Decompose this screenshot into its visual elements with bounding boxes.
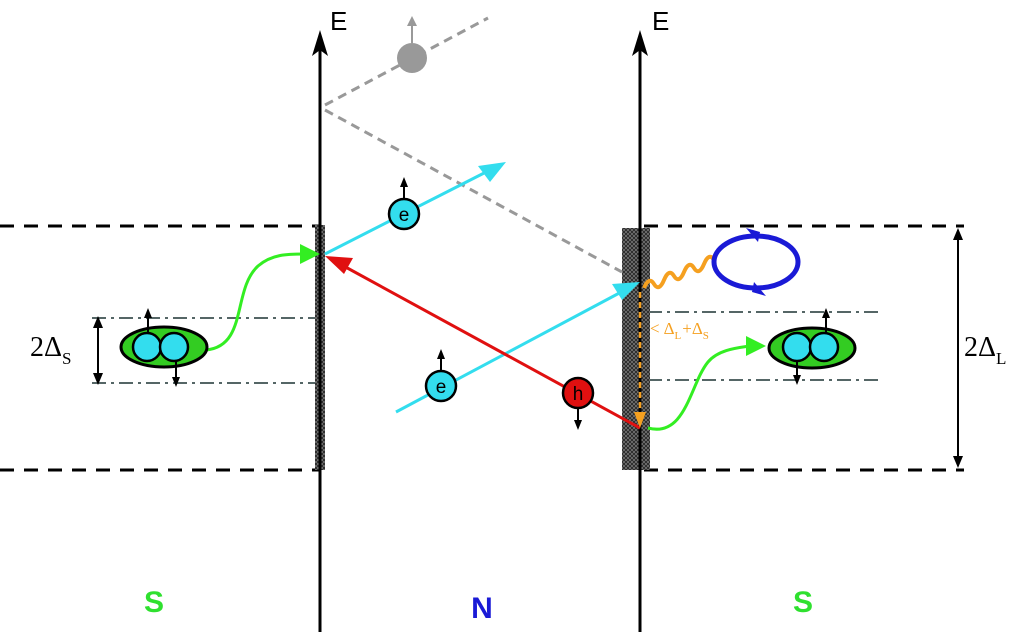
relaxation-arrow: [634, 292, 646, 428]
cooper-pair-path-left: [205, 244, 320, 352]
energy-threshold-annotation: <ΔL+ΔS: [650, 319, 709, 342]
small-gap-indicator: [93, 316, 103, 385]
energy-axis-right: [632, 30, 648, 632]
cooper-pair-path-right: [647, 336, 766, 431]
region-label-left-superconductor: S: [144, 586, 164, 619]
large-gap-label: 2ΔL: [964, 332, 1006, 368]
emission-wavy-line: [642, 254, 716, 290]
cooper-pair-right: [767, 308, 857, 385]
small-gap-lines: [92, 311, 878, 384]
energy-axis-left: [312, 30, 328, 632]
region-label-normal-metal: N: [471, 592, 493, 625]
circulating-loop: [711, 228, 801, 296]
region-label-right-superconductor: S: [793, 586, 813, 619]
electron-particle-lower: e: [424, 349, 458, 403]
gap-boundary-lines: [0, 224, 964, 472]
cooper-pair-left: [119, 308, 209, 387]
large-gap-indicator: [953, 228, 963, 468]
energy-axis-right-label: E: [652, 6, 669, 36]
small-gap-label: 2ΔS: [30, 332, 71, 368]
hole-trajectory: [325, 256, 641, 430]
electron-upper-label: e: [399, 205, 410, 226]
electron-lower-label: e: [436, 377, 447, 398]
scattered-particle: [397, 43, 427, 73]
energy-axis-left-label: E: [330, 6, 347, 36]
hole-particle: h: [561, 376, 595, 430]
scattered-electron-path: [324, 16, 623, 274]
electron-particle-upper: e: [387, 177, 421, 231]
right-barrier: [622, 228, 650, 470]
hole-label: h: [573, 384, 584, 405]
